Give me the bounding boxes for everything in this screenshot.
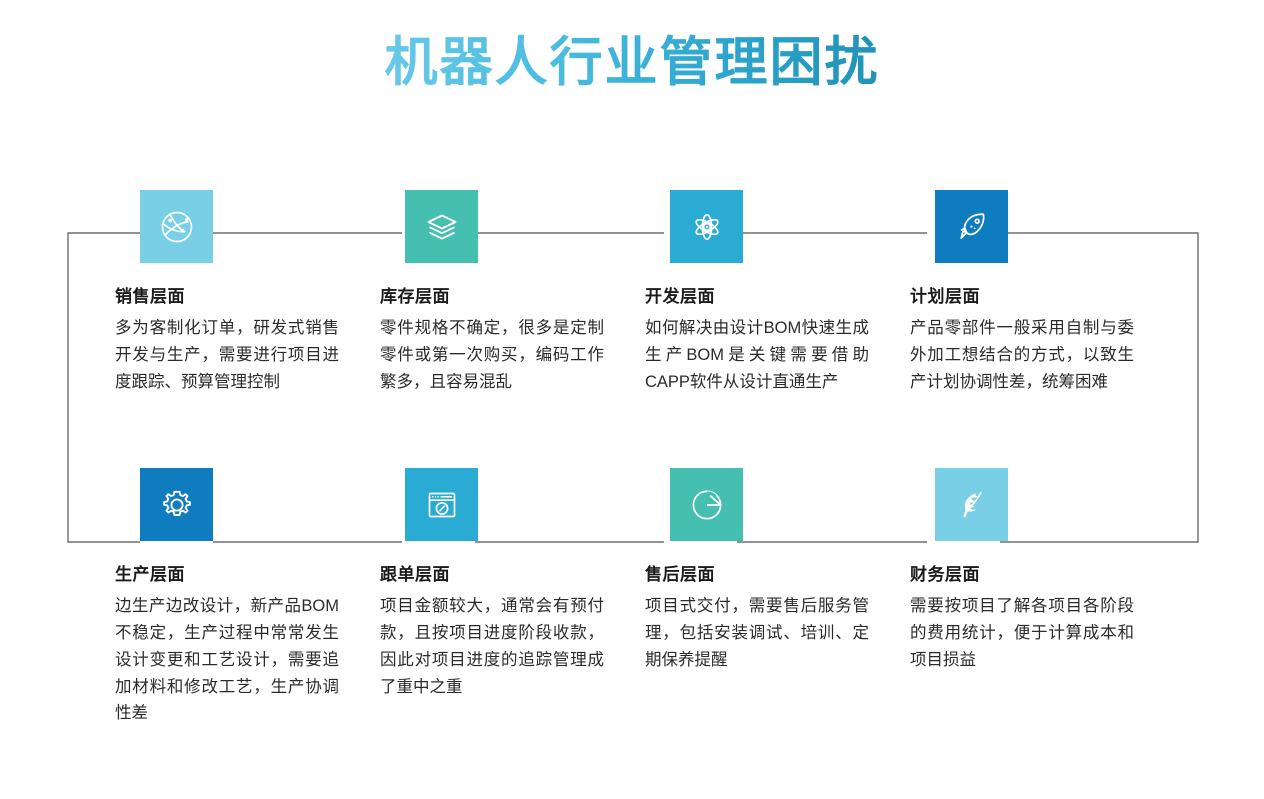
gear-icon <box>157 485 197 525</box>
cards-row-bottom: 生产层面 边生产边改设计，新产品BOM不稳定，生产过程中常常发生设计变更和工艺设… <box>108 468 1168 727</box>
card-desc-planning: 产品零部件一般采用自制与委外加工想结合的方式，以致生产计划协调性差，统筹困难 <box>910 319 1134 391</box>
card-title-production: 生产层面 <box>115 565 185 585</box>
browser-compass-icon <box>422 485 462 525</box>
card-title-order-tracking: 跟单层面 <box>380 565 450 585</box>
pie-chart-icon <box>687 485 727 525</box>
card-title-planning: 计划层面 <box>910 287 980 306</box>
card-desc-order-tracking: 项目金额较大，通常会有预付款，且按项目进度阶段收款，因此对项目进度的追踪管理成了… <box>380 597 604 696</box>
card-desc-sales: 多为客制化订单，研发式销售开发与生产，需要进行项目进度跟踪、预算管理控制 <box>115 319 339 391</box>
icon-tile-planning <box>935 190 1008 263</box>
icon-tile-sales <box>140 190 213 263</box>
card-finance[interactable]: 财务层面 需要按项目了解各项目各阶段的费用统计，便于计算成本和项目损益 <box>903 468 1168 727</box>
card-desc-production: 边生产边改设计，新产品BOM不稳定，生产过程中常常发生设计变更和工艺设计，需要追… <box>115 597 339 723</box>
icon-tile-inventory <box>405 190 478 263</box>
card-title-sales: 销售层面 <box>115 287 185 306</box>
icon-tile-order-tracking <box>405 468 478 542</box>
card-title-development: 开发层面 <box>645 287 715 306</box>
card-desc-finance: 需要按项目了解各项目各阶段的费用统计，便于计算成本和项目损益 <box>910 597 1134 669</box>
rocket-icon <box>952 207 992 247</box>
card-sales[interactable]: 销售层面 多为客制化订单，研发式销售开发与生产，需要进行项目进度跟踪、预算管理控… <box>108 190 373 395</box>
card-order-tracking[interactable]: 跟单层面 项目金额较大，通常会有预付款，且按项目进度阶段收款，因此对项目进度的追… <box>373 468 638 727</box>
cards-row-top: 销售层面 多为客制化订单，研发式销售开发与生产，需要进行项目进度跟踪、预算管理控… <box>108 190 1168 395</box>
card-desc-inventory: 零件规格不确定，很多是定制零件或第一次购买，编码工作繁多，且容易混乱 <box>380 319 604 391</box>
layers-stack-icon <box>422 207 462 247</box>
page-title: 机器人行业管理困扰 <box>385 32 880 95</box>
card-inventory[interactable]: 库存层面 零件规格不确定，很多是定制零件或第一次购买，编码工作繁多，且容易混乱 <box>373 190 638 395</box>
card-title-finance: 财务层面 <box>910 565 980 585</box>
card-production[interactable]: 生产层面 边生产边改设计，新产品BOM不稳定，生产过程中常常发生设计变更和工艺设… <box>108 468 373 727</box>
card-desc-after-sales: 项目式交付，需要售后服务管理，包括安装调试、培训、定期保养提醒 <box>645 597 869 669</box>
icon-tile-after-sales <box>670 468 743 542</box>
feather-icon <box>952 485 992 525</box>
card-title-inventory: 库存层面 <box>380 287 450 306</box>
cards-grid: 销售层面 多为客制化订单，研发式销售开发与生产，需要进行项目进度跟踪、预算管理控… <box>108 190 1168 727</box>
card-desc-development: 如何解决由设计BOM快速生成生产BOM是关键需要借助CAPP软件从设计直通生产 <box>645 319 869 391</box>
icon-tile-production <box>140 468 213 542</box>
card-development[interactable]: 开发层面 如何解决由设计BOM快速生成生产BOM是关键需要借助CAPP软件从设计… <box>638 190 903 395</box>
icon-tile-finance <box>935 468 1008 542</box>
card-after-sales[interactable]: 售后层面 项目式交付，需要售后服务管理，包括安装调试、培训、定期保养提醒 <box>638 468 903 727</box>
card-title-after-sales: 售后层面 <box>645 565 715 585</box>
atom-molecule-icon <box>687 207 727 247</box>
icon-tile-development <box>670 190 743 263</box>
page-title-container: 机器人行业管理困扰 <box>0 32 1264 95</box>
globe-network-icon <box>157 207 197 247</box>
card-planning[interactable]: 计划层面 产品零部件一般采用自制与委外加工想结合的方式，以致生产计划协调性差，统… <box>903 190 1168 395</box>
